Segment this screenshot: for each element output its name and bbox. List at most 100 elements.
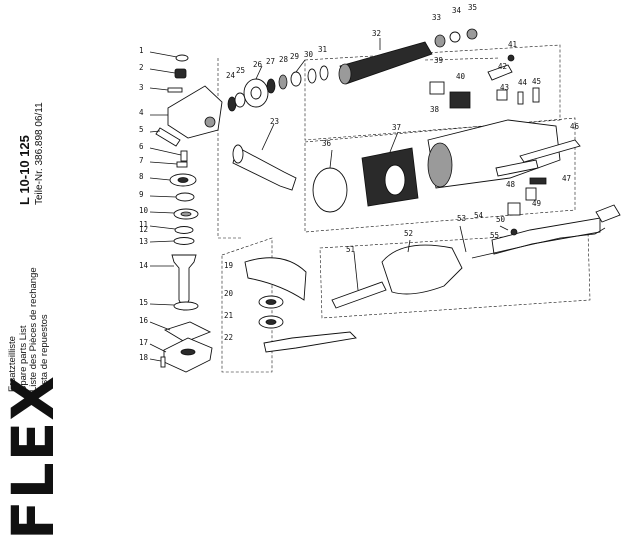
part-flange-screw bbox=[160, 356, 166, 368]
part-gear-housing bbox=[167, 85, 223, 139]
part-outer-flange-hole bbox=[265, 299, 277, 305]
callout-4: 4 bbox=[139, 108, 144, 117]
callout-14: 14 bbox=[139, 261, 149, 270]
part-washer-small bbox=[176, 161, 188, 168]
guard-parts bbox=[244, 257, 357, 353]
part-spanner bbox=[263, 331, 357, 353]
callout-53: 53 bbox=[457, 214, 466, 223]
part-ring-a bbox=[174, 226, 194, 234]
part-spring-47 bbox=[529, 177, 547, 185]
part-rear-handle bbox=[381, 244, 463, 295]
part-plug bbox=[175, 54, 189, 62]
callout-31: 31 bbox=[318, 45, 327, 54]
callout-25: 25 bbox=[236, 66, 245, 75]
side-handle bbox=[232, 144, 297, 191]
callout-9: 9 bbox=[139, 190, 144, 199]
part-bolt bbox=[180, 150, 188, 162]
part-plate-49 bbox=[525, 187, 537, 201]
part-carbon-brush bbox=[429, 81, 445, 95]
callout-41: 41 bbox=[508, 40, 517, 49]
callout-51: 51 bbox=[346, 245, 355, 254]
part-side-handle bbox=[232, 146, 297, 191]
callout-37: 37 bbox=[392, 123, 401, 132]
part-wheel-guard bbox=[244, 257, 307, 301]
part-bearing-c bbox=[290, 71, 302, 87]
leader-lines bbox=[149, 38, 509, 362]
callout-50: 50 bbox=[496, 215, 506, 224]
callout-19: 19 bbox=[224, 261, 233, 270]
callout-30: 30 bbox=[304, 50, 314, 59]
part-screw-41 bbox=[507, 54, 515, 62]
part-brush-45 bbox=[532, 87, 540, 103]
brush-parts bbox=[429, 54, 540, 109]
callout-labels: 1234567891011121314151617181920212223242… bbox=[139, 3, 580, 362]
part-screw-55 bbox=[510, 228, 518, 236]
part-spring bbox=[174, 68, 187, 79]
callout-48: 48 bbox=[506, 180, 516, 189]
callout-3: 3 bbox=[139, 83, 144, 92]
part-fan-ring-hole bbox=[250, 86, 262, 100]
callout-35: 35 bbox=[468, 3, 477, 12]
part-brush-44 bbox=[517, 91, 524, 105]
callout-16: 16 bbox=[139, 316, 149, 325]
part-inner-flange-hole bbox=[265, 319, 277, 325]
callout-34: 34 bbox=[452, 6, 462, 15]
part-rod-51 bbox=[331, 281, 387, 309]
part-lever-48 bbox=[495, 159, 539, 177]
part-housing-front bbox=[427, 142, 453, 188]
part-bearing-core bbox=[180, 211, 192, 217]
part-screw bbox=[167, 87, 183, 93]
callout-33: 33 bbox=[432, 13, 441, 22]
callout-1: 1 bbox=[139, 46, 144, 55]
part-gasket bbox=[163, 321, 212, 343]
part-washer-b bbox=[319, 65, 329, 81]
armature-parts bbox=[227, 28, 478, 112]
part-pin bbox=[155, 127, 181, 147]
callout-43: 43 bbox=[500, 83, 509, 92]
callout-55: 55 bbox=[490, 231, 499, 240]
callout-23: 23 bbox=[270, 117, 279, 126]
callout-54: 54 bbox=[474, 211, 484, 220]
part-bearing-e bbox=[449, 31, 461, 43]
callout-47: 47 bbox=[562, 174, 571, 183]
callout-20: 20 bbox=[224, 289, 234, 298]
part-power-cord bbox=[471, 227, 606, 259]
callout-8: 8 bbox=[139, 172, 144, 181]
part-housing-bore bbox=[204, 116, 216, 128]
part-clip-42 bbox=[487, 64, 513, 81]
part-bearing-b bbox=[278, 74, 288, 90]
callout-46: 46 bbox=[570, 122, 580, 131]
part-circlip bbox=[175, 192, 195, 202]
part-ring-b bbox=[173, 237, 195, 245]
part-flange-hole bbox=[180, 348, 196, 356]
motor-parts bbox=[312, 119, 581, 213]
callout-29: 29 bbox=[290, 52, 299, 61]
callout-13: 13 bbox=[139, 237, 148, 246]
callout-21: 21 bbox=[224, 311, 233, 320]
callout-2: 2 bbox=[139, 63, 144, 72]
callout-24: 24 bbox=[226, 71, 236, 80]
callout-44: 44 bbox=[518, 78, 528, 87]
part-plug-end bbox=[595, 204, 621, 223]
part-cable-guide bbox=[519, 139, 581, 163]
part-pinion bbox=[234, 92, 246, 108]
callout-28: 28 bbox=[279, 55, 289, 64]
callout-49: 49 bbox=[532, 199, 541, 208]
part-motor-housing bbox=[427, 119, 561, 189]
part-armature-fan bbox=[338, 63, 352, 85]
spindle-parts bbox=[155, 54, 223, 373]
callout-17: 17 bbox=[139, 338, 148, 347]
part-brush-holder bbox=[449, 91, 471, 109]
callout-45: 45 bbox=[532, 77, 541, 86]
callout-26: 26 bbox=[253, 60, 263, 69]
handle-parts bbox=[331, 202, 621, 309]
part-bearing-d bbox=[434, 34, 446, 48]
callout-6: 6 bbox=[139, 142, 144, 151]
part-armature bbox=[339, 41, 433, 85]
callout-12: 12 bbox=[139, 225, 148, 234]
callout-27: 27 bbox=[266, 57, 275, 66]
callout-22: 22 bbox=[224, 333, 233, 342]
part-screw-53 bbox=[459, 225, 467, 253]
